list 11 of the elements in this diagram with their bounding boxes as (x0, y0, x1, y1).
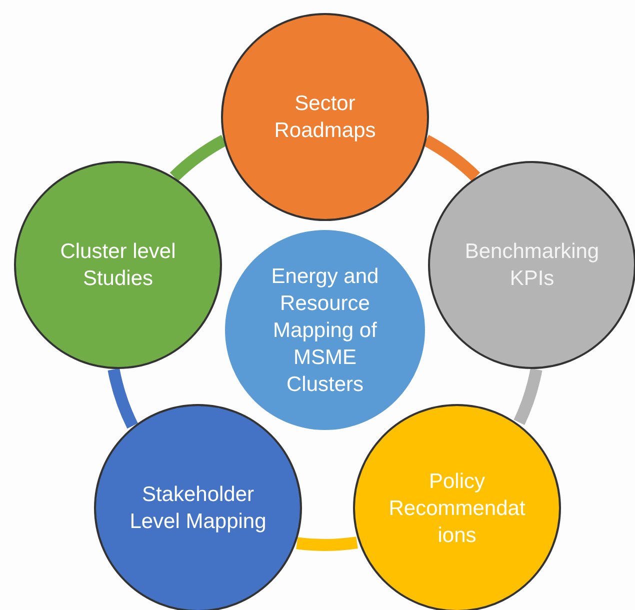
node-label: Policy Recommendat ions (388, 468, 526, 548)
node-label: Cluster level Studies (59, 239, 177, 292)
connector-arc (514, 368, 542, 425)
connector-arc (108, 368, 138, 428)
connector-arc (170, 134, 228, 182)
node-label: Energy and Resource Mapping of MSME Clusters (270, 264, 380, 398)
connector-arc (422, 134, 480, 182)
node-label: Sector Roadmaps (273, 91, 377, 144)
node-label: Stakeholder Level Mapping (128, 482, 268, 535)
node-label: Benchmarking KPIs (464, 239, 600, 292)
connector-arc (296, 536, 358, 551)
